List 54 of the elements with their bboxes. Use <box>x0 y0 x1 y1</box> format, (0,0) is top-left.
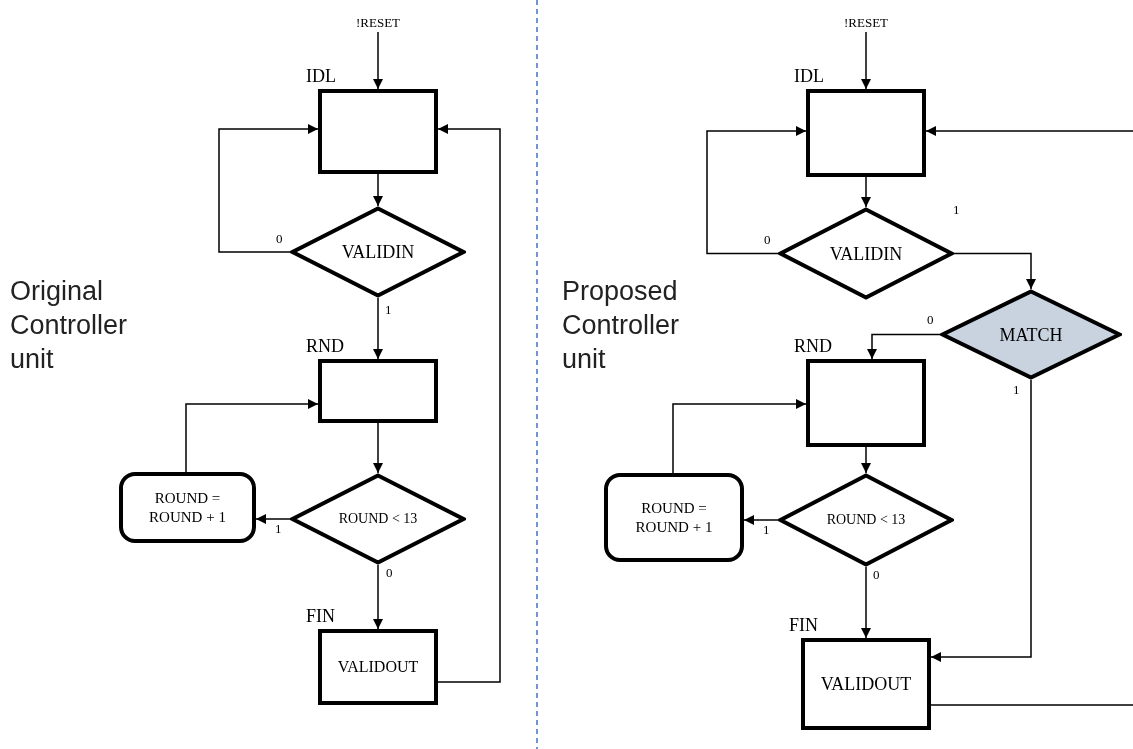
arrow <box>373 422 383 474</box>
arrow <box>672 399 807 474</box>
edge-label: 0 <box>926 313 935 326</box>
edge-label: 1 <box>952 203 961 216</box>
condition-text: ROUND < 13 <box>338 512 418 526</box>
arrow <box>185 399 319 473</box>
arrow <box>373 31 383 90</box>
condition-text: MATCH <box>999 325 1063 344</box>
signal-label: !RESET <box>343 12 413 32</box>
edge-label: 1 <box>384 303 393 316</box>
arrow <box>255 514 291 524</box>
arrow <box>373 297 383 360</box>
edge-label: 0 <box>385 566 394 579</box>
edge-label: 0 <box>872 568 881 581</box>
arrow <box>373 564 383 630</box>
state-name: FIN <box>306 607 335 625</box>
state-name: FIN <box>789 616 818 634</box>
state-name: IDL <box>306 67 336 85</box>
arrow <box>930 379 1032 662</box>
arrow <box>861 31 871 90</box>
action-box: ROUND = ROUND + 1 <box>604 473 744 562</box>
state-name: IDL <box>794 67 824 85</box>
condition-text: VALIDIN <box>829 244 903 263</box>
arrow <box>867 333 941 360</box>
edge-label: 1 <box>274 522 283 535</box>
arrow <box>706 126 807 255</box>
arrow <box>743 515 779 525</box>
edge-label: 0 <box>763 233 772 246</box>
decision-diamond <box>778 207 954 300</box>
arrow <box>437 124 501 683</box>
arrow <box>953 252 1036 290</box>
condition-text: ROUND < 13 <box>826 513 906 527</box>
arrow <box>861 176 871 208</box>
signal-label: !RESET <box>831 12 901 32</box>
panel-title: Proposed Controller unit <box>562 275 681 376</box>
decision-diamond <box>290 206 466 298</box>
decision-diamond <box>778 473 954 567</box>
panel-title: Original Controller unit <box>10 275 129 376</box>
action-box: ROUND = ROUND + 1 <box>119 472 256 543</box>
output-text: VALIDOUT <box>337 659 419 675</box>
arrow <box>861 446 871 474</box>
edge-label: 1 <box>762 523 771 536</box>
decision-diamond <box>290 473 466 565</box>
output-text: VALIDOUT <box>820 675 912 693</box>
arrow <box>861 566 871 639</box>
arrow <box>925 126 1133 706</box>
arrow <box>373 173 383 207</box>
state-name: RND <box>306 337 344 355</box>
decision-diamond <box>940 289 1122 380</box>
edge-label: 1 <box>1012 383 1021 396</box>
condition-text: VALIDIN <box>341 243 415 261</box>
arrow <box>218 124 319 253</box>
state-name: RND <box>794 337 832 355</box>
edge-label: 0 <box>275 232 284 245</box>
